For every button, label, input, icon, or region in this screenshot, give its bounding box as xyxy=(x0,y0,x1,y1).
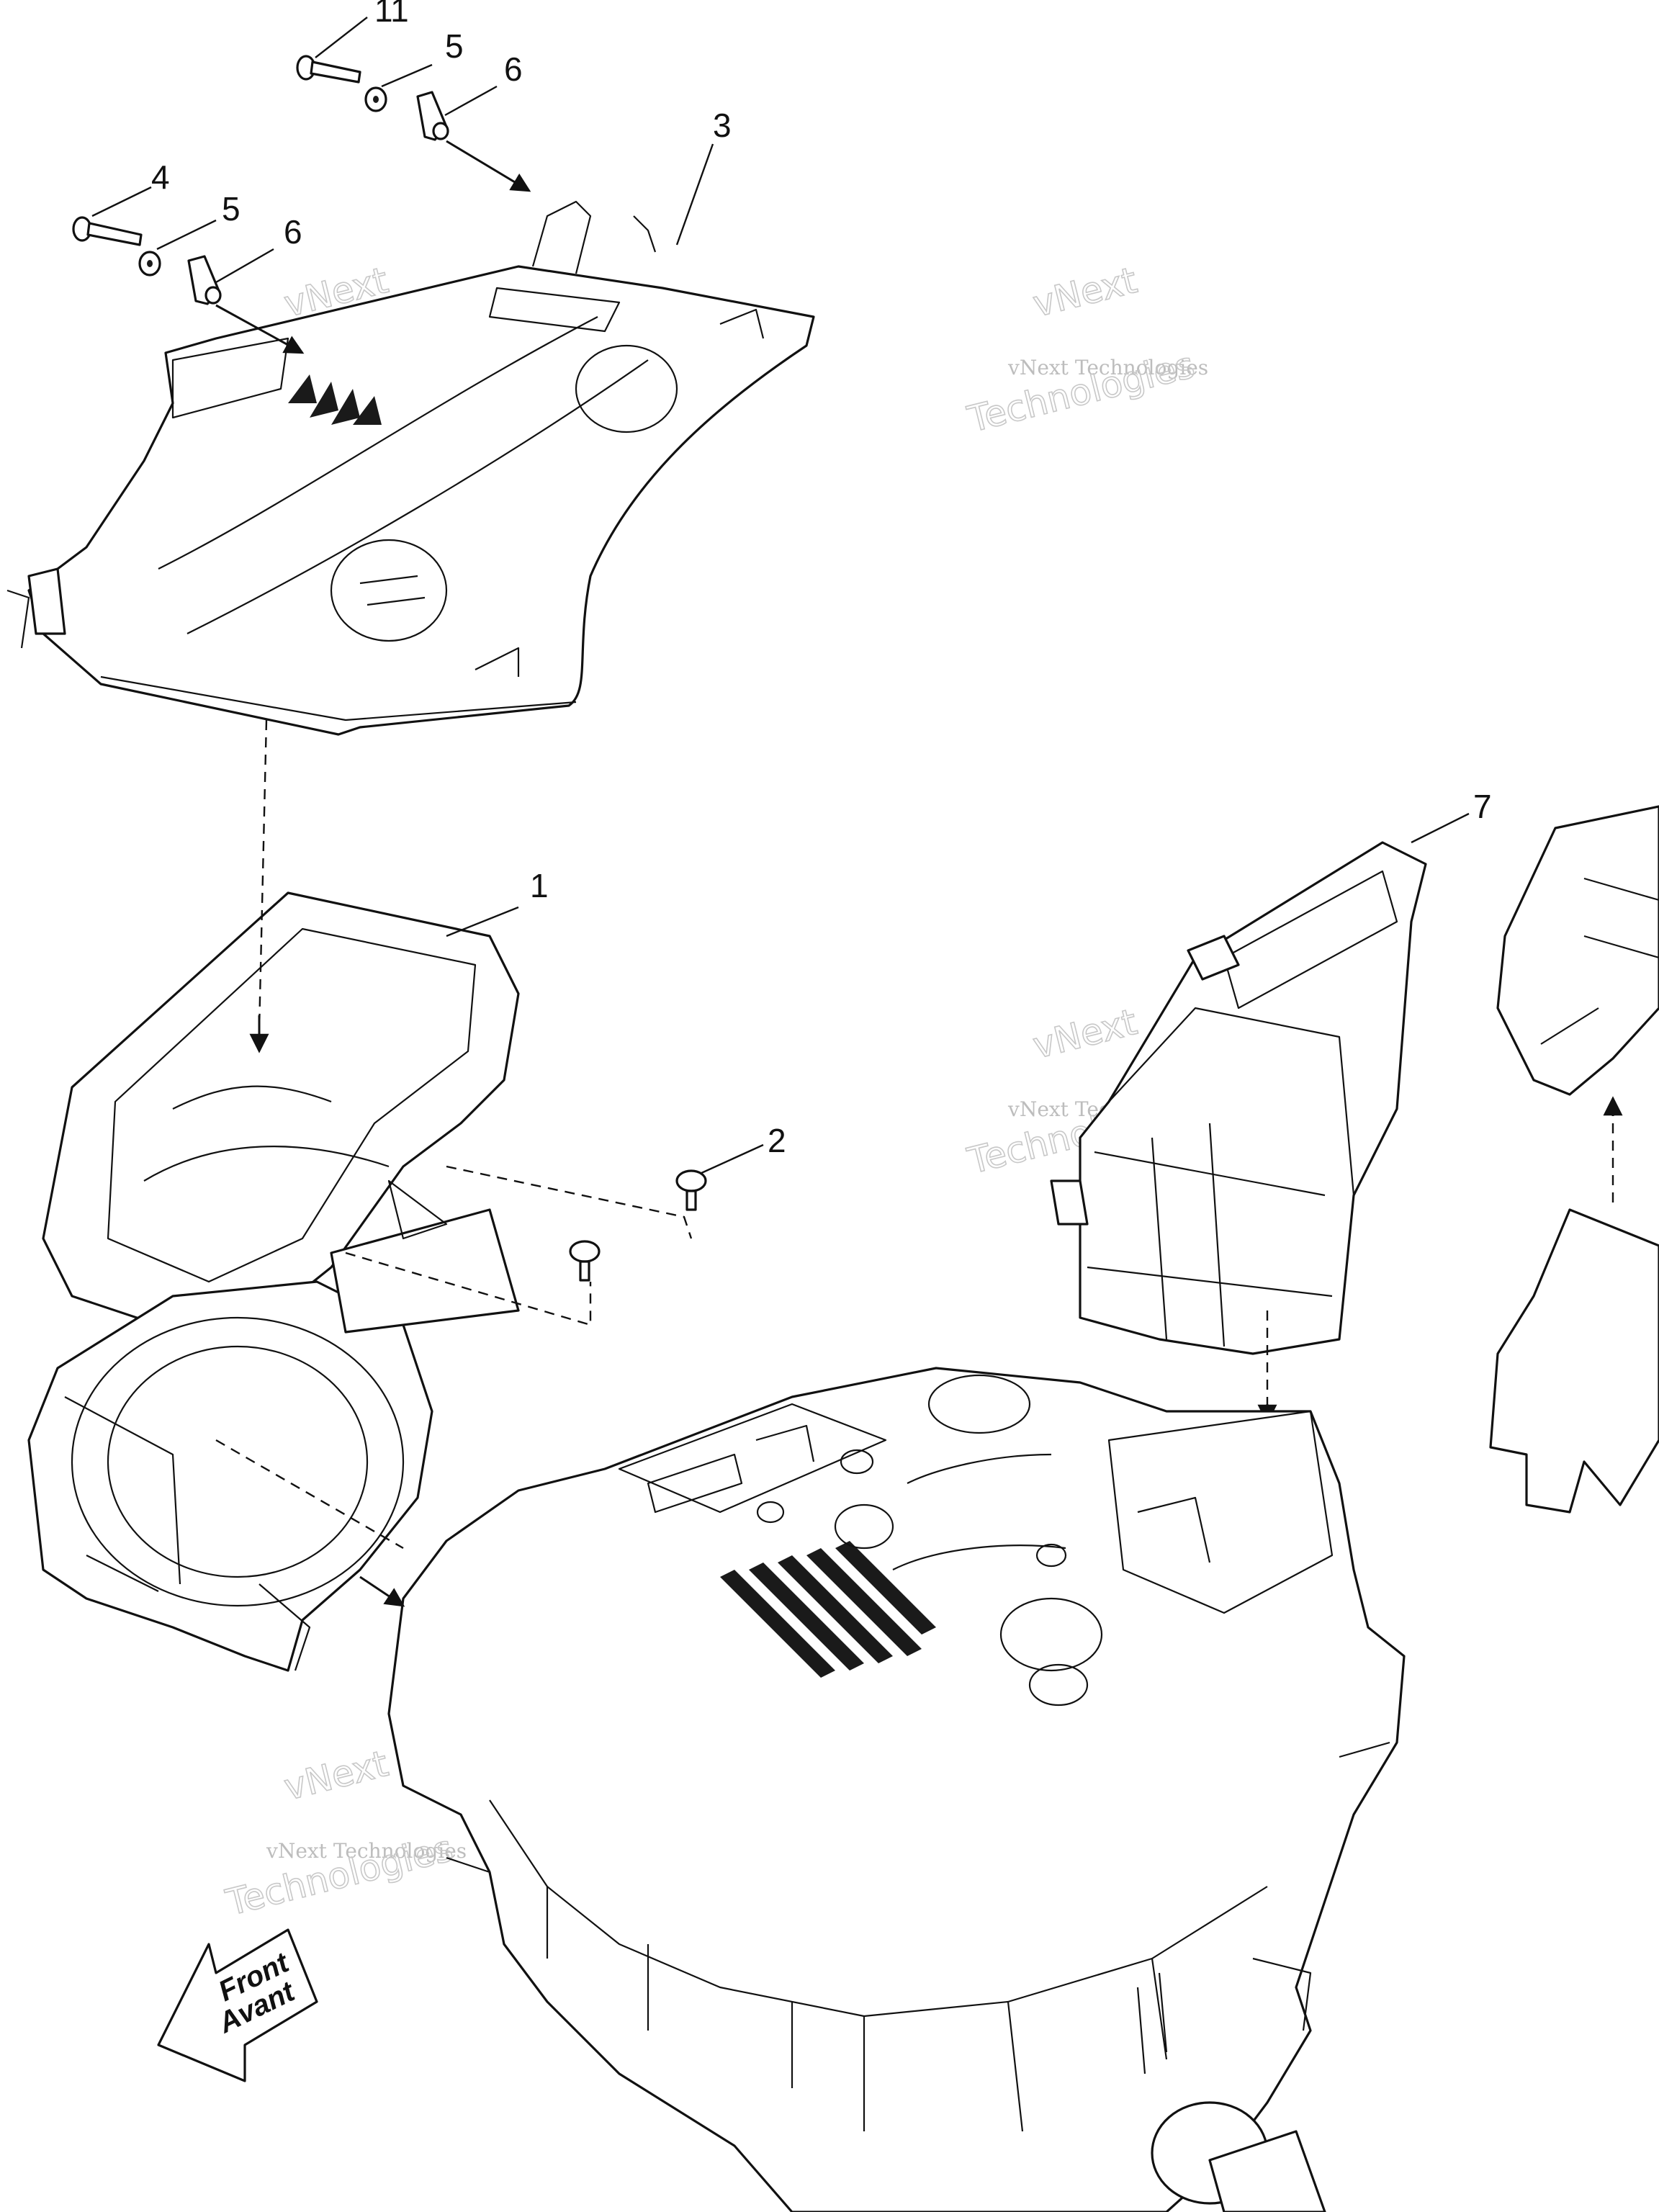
dashed-housing-to-engine xyxy=(215,1439,404,1550)
callout-6-top: 6 xyxy=(504,50,523,88)
callout-1: 1 xyxy=(530,867,549,904)
callout-6-left: 6 xyxy=(284,213,302,251)
assembly-arrow-top xyxy=(446,140,531,192)
callout-5-left: 5 xyxy=(222,190,240,228)
engine-cooling-fins xyxy=(720,1541,936,1678)
watermark-top-right: vNext vNext Technologies Technologies xyxy=(963,258,1208,441)
leader-6-left xyxy=(215,248,274,284)
dashed-screw-2-left xyxy=(345,1251,592,1326)
side-panel-partial-lower xyxy=(1489,1208,1659,1514)
svg-text:vNext: vNext xyxy=(280,1743,392,1809)
leader-5-top xyxy=(381,63,433,88)
bolt-11-icon xyxy=(296,55,361,84)
leader-11 xyxy=(315,17,368,58)
callout-3: 3 xyxy=(713,107,732,144)
washer-5-left-icon xyxy=(138,251,161,276)
washer-5-top-icon xyxy=(364,86,387,112)
svg-text:vNext Technologies: vNext Technologies xyxy=(266,1839,467,1863)
air-intake-duct-part-7 xyxy=(1050,841,1427,1355)
assembly-arrow-left xyxy=(215,304,305,354)
cover-vent-grille xyxy=(288,374,382,425)
leader-4 xyxy=(91,186,152,217)
leader-2 xyxy=(699,1143,764,1175)
leader-7 xyxy=(1411,812,1470,844)
screw-2-right-icon xyxy=(675,1169,707,1211)
leader-1 xyxy=(446,906,519,938)
housing-to-engine-arrow xyxy=(359,1575,405,1607)
front-direction-arrow-icon: Front Avant xyxy=(157,1928,318,2082)
callout-2: 2 xyxy=(768,1122,786,1159)
clip-nut-6-left-icon xyxy=(187,255,222,305)
leader-3 xyxy=(675,143,714,246)
leader-5-left xyxy=(156,219,217,251)
clip-nut-6-top-icon xyxy=(416,91,449,141)
callout-11: 11 xyxy=(374,0,409,29)
svg-text:vNext: vNext xyxy=(1029,1001,1141,1067)
fan-housing-part-1 xyxy=(27,891,520,1672)
callout-7: 7 xyxy=(1473,788,1492,825)
callout-5-top: 5 xyxy=(445,27,464,65)
svg-text:vNext Technologies: vNext Technologies xyxy=(1007,356,1208,379)
screw-2-left-icon xyxy=(569,1240,601,1282)
svg-text:vNext: vNext xyxy=(1029,259,1141,325)
bolt-4-icon xyxy=(72,216,143,246)
engine-block xyxy=(387,1367,1406,2212)
upper-shroud-cover-part-3 xyxy=(6,200,815,736)
dashed-screw-2-right xyxy=(446,1165,693,1239)
side-duct-partial-upper xyxy=(1496,805,1659,1096)
leader-6-top xyxy=(444,85,498,117)
callout-4: 4 xyxy=(151,158,170,196)
